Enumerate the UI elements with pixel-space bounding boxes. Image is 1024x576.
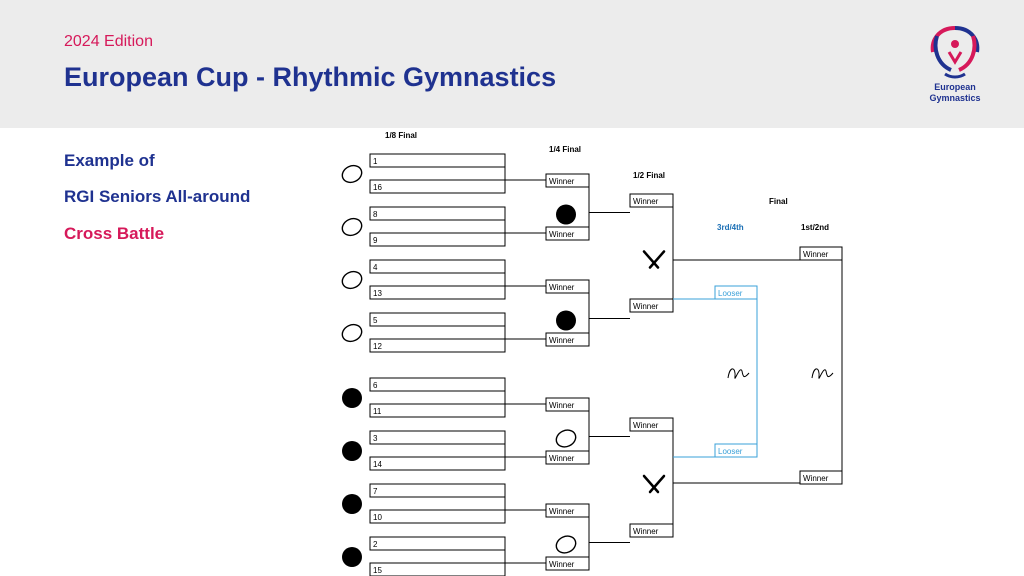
club-stroke: [648, 474, 666, 494]
sf-winner-label: Winner: [633, 421, 659, 430]
r16-seed-7-box: [369, 483, 506, 498]
r16-apparatus-ball-icon: [342, 388, 362, 408]
club-stroke: [642, 250, 660, 269]
r16-apparatus-hoop-icon: [341, 217, 363, 237]
third-looser-box: [714, 285, 758, 300]
r16-seed-2-box: [369, 536, 506, 551]
round-header-qf: 1/4 Final: [549, 145, 581, 154]
european-gymnastics-logo: European Gymnastics: [915, 22, 995, 106]
final-winner-box: [799, 246, 843, 261]
r16-seed-4-label: 4: [373, 263, 378, 272]
r16-seed-6-label: 6: [373, 381, 378, 390]
side-text-example: Example of: [64, 151, 155, 170]
qf-apparatus-ball-icon: [556, 310, 576, 331]
round-header-sf: 1/2 Final: [633, 171, 665, 180]
final-winner-label: Winner: [803, 250, 829, 259]
qf-winner-label: Winner: [549, 401, 575, 410]
r16-seed-1-label: 1: [373, 157, 378, 166]
r16-seed-12-box: [369, 338, 506, 353]
r16-seed-11-box: [369, 403, 506, 418]
sf-winner-label: Winner: [633, 527, 659, 536]
r16-apparatus-ball-icon: [342, 494, 362, 514]
r16-seed-3-label: 3: [373, 434, 378, 443]
sf-winner-label: Winner: [633, 302, 659, 311]
r16-seed-9-label: 9: [373, 236, 378, 245]
qf-winner-label: Winner: [549, 454, 575, 463]
qf-apparatus-hoop-icon: [555, 429, 577, 448]
qf-apparatus-ball-icon: [556, 204, 576, 225]
r16-seed-13-box: [369, 285, 506, 300]
edition-label: 2024 Edition: [64, 33, 153, 50]
r16-apparatus-ball-icon: [342, 441, 362, 461]
qf-winner-label: Winner: [549, 230, 575, 239]
r16-seed-13-label: 13: [373, 289, 382, 298]
r16-apparatus-ball-icon: [342, 547, 362, 567]
qf-winner-box: [545, 503, 590, 518]
sf-apparatus-clubs-icon: [642, 474, 666, 494]
qf-winner-label: Winner: [549, 560, 575, 569]
r16-seed-16-box: [369, 179, 506, 194]
qf-winner-box: [545, 397, 590, 412]
r16-seed-15-label: 15: [373, 566, 382, 575]
page-title: European Cup - Rhythmic Gymnastics: [64, 62, 557, 92]
qf-winner-label: Winner: [549, 283, 575, 292]
qf-winner-label: Winner: [549, 507, 575, 516]
final-first-ribbon-icon: [811, 368, 834, 379]
r16-seed-10-label: 10: [373, 513, 382, 522]
r16-seed-9-box: [369, 232, 506, 247]
third-looser-label: Looser: [718, 289, 743, 298]
round-header-first: 1st/2nd: [801, 223, 829, 232]
qf-winner-box: [545, 279, 590, 294]
r16-seed-2-label: 2: [373, 540, 378, 549]
r16-seed-4-box: [369, 259, 506, 274]
sf-apparatus-clubs-icon: [642, 250, 666, 269]
final-third-ribbon-icon: [727, 368, 750, 379]
r16-seed-5-label: 5: [373, 316, 378, 325]
r16-apparatus-hoop-icon: [341, 164, 363, 184]
r16-seed-3-box: [369, 430, 506, 445]
final-winner-label: Winner: [803, 474, 829, 483]
r16-seed-8-label: 8: [373, 210, 378, 219]
r16-apparatus-hoop-icon: [341, 323, 363, 343]
r16-seed-12-label: 12: [373, 342, 382, 351]
sf-winner-label: Winner: [633, 197, 659, 206]
third-looser-label: Looser: [718, 447, 743, 456]
qf-apparatus-hoop-icon: [555, 535, 577, 554]
round-header-r16: 1/8 Final: [385, 131, 417, 140]
r16-seed-5-box: [369, 312, 506, 327]
r16-seed-14-box: [369, 456, 506, 471]
r16-seed-6-box: [369, 377, 506, 392]
logo-text-line1: European: [934, 82, 976, 92]
side-text-category: RGI Seniors All-around: [64, 187, 251, 206]
side-text-format: Cross Battle: [64, 224, 165, 243]
round-header-third: 3rd/4th: [717, 223, 744, 232]
qf-winner-label: Winner: [549, 336, 575, 345]
r16-apparatus-hoop-icon: [341, 270, 363, 290]
r16-seed-16-label: 16: [373, 183, 382, 192]
r16-seed-14-label: 14: [373, 460, 382, 469]
r16-seed-11-label: 11: [373, 407, 382, 416]
round-header-final: Final: [769, 197, 788, 206]
sf-winner-box: [629, 193, 674, 208]
qf-winner-label: Winner: [549, 177, 575, 186]
r16-seed-1-box: [369, 153, 506, 168]
r16-seed-10-box: [369, 509, 506, 524]
header-band: 2024 Edition European Cup - Rhythmic Gym…: [0, 0, 1024, 128]
r16-seed-8-box: [369, 206, 506, 221]
r16-seed-7-label: 7: [373, 487, 378, 496]
logo-text-line2: Gymnastics: [929, 93, 981, 103]
club-stroke: [642, 474, 660, 494]
logo-mark-icon: [930, 26, 980, 79]
r16-seed-15-box: [369, 562, 506, 576]
sf-winner-box: [629, 417, 674, 432]
club-stroke: [648, 250, 666, 269]
qf-winner-box: [545, 173, 590, 188]
